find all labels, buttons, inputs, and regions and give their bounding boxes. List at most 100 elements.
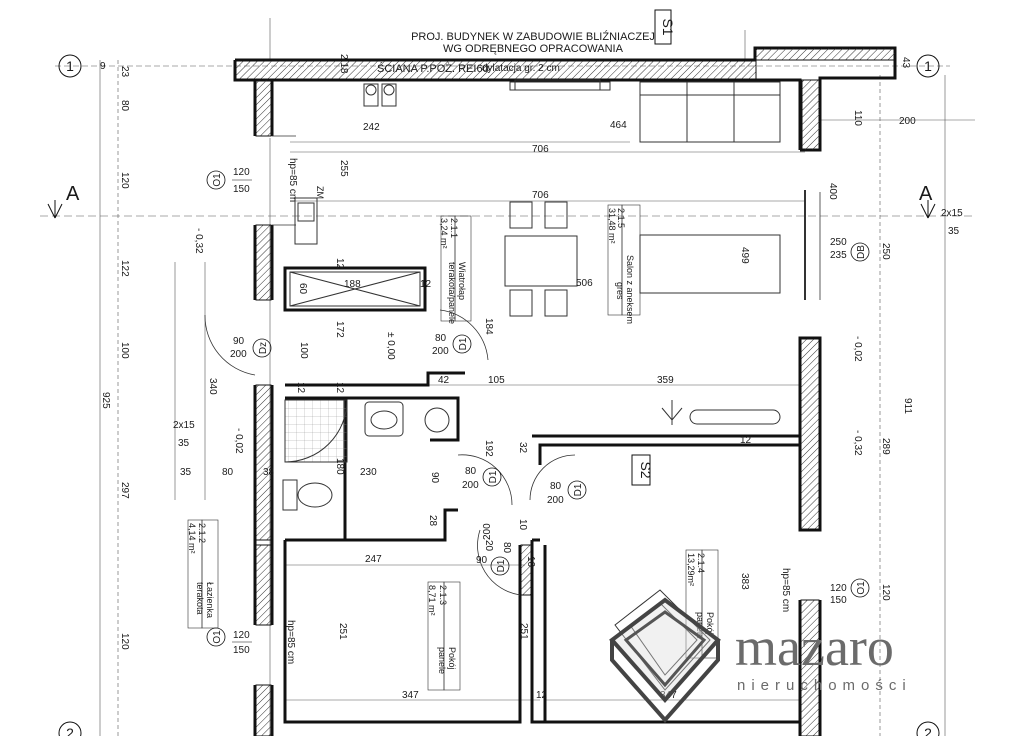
dim: 706 [532,144,549,155]
door-dz-h: 200 [230,349,247,360]
dimension-labels: 9 23 80 120 122 100 925 297 120 2.18 255… [100,54,916,701]
room-area: 31,48 m² [607,208,617,244]
dim: 464 [610,120,627,131]
room-name: Łazienka [205,582,215,618]
door-d1-w: 80 [550,481,562,492]
room-name: Salon z aneksem [625,255,635,324]
door-db-w: 250 [830,237,847,248]
door-db-code: DB [856,245,867,259]
room-area: 13,29m² [686,553,696,586]
header-line-1: PROJ. BUDYNEK W ZABUDOWIE BLIŹNIACZEJ [411,30,655,43]
door-d1-code: D1 [458,337,469,350]
dim: 706 [532,190,549,201]
door-d1-h: 200 [432,346,449,357]
window-o1-h: 150 [233,645,250,656]
dim: 359 [657,375,674,386]
dim: 12 [420,279,432,290]
dim: 297 [119,482,130,499]
room-tag-2-1-1: 2.1.1 3,24 m² Wiatrołap terakota/panele [439,215,472,324]
axis-2-right: 2 [924,725,932,736]
level-label: - 0,32 [193,228,204,254]
door-swings [204,135,821,596]
room-name: Pokój [447,647,457,670]
room-area: 8,71 m² [427,585,437,616]
room-tag-2-1-3: 2.1.3 8,71 m² Pokój panele [427,581,461,691]
dim: 90 [429,472,440,484]
dim: 383 [739,573,750,590]
room-id: 2.1.4 [696,553,706,573]
dining-table [504,235,578,287]
door-d1-code: D1 [496,559,507,572]
dim: 60 [297,283,308,295]
dim: 925 [100,392,111,409]
room-area: 4,14 m² [187,523,197,554]
room-id: 2.1.3 [438,585,448,605]
dim: 289 [880,438,891,455]
header-line-2: WG ODRĘBNEGO OPRACOWANIA [443,43,624,55]
washing-machine [424,407,450,433]
room-name: Pokój [705,612,715,635]
wardrobe-hatch [289,271,421,307]
dim: 100 [119,342,130,359]
dim: 250 [880,243,891,260]
axis-1-left: 1 [66,58,74,74]
watermark: mazaro nieruchomości [609,597,906,724]
window-o1-code: O1 [212,630,223,644]
plant [661,400,683,425]
dim: 28 [427,515,438,527]
radiator-top [514,79,601,91]
dim: 20 [483,540,494,552]
dim: 347 [402,690,419,701]
level-label: - 0,32 [852,430,863,456]
dim: 10 [517,519,528,531]
door-d1-w: 80 [435,333,447,344]
shelf [689,409,781,425]
expansion-note: dylatacja gr. 2 cm [482,63,560,74]
dim: 120 [880,584,891,601]
step-label: 2x15 [941,208,963,219]
dim: 12 [740,435,752,446]
dim: 10 [525,556,536,568]
furniture [282,79,781,691]
room-floor: terakota/panele [447,262,457,324]
sink [294,197,318,245]
window-o1-w: 120 [830,583,847,594]
dim: 2.18 [338,54,349,74]
door-dz-code: Dz [258,342,269,354]
desk [614,589,711,691]
door-db-h: 235 [830,250,847,261]
dim: 247 [365,554,382,565]
boiler-2 [381,83,397,107]
room-floor: gres [615,282,625,300]
door-d1-w: 80 [465,466,477,477]
dim: 80 [501,542,512,554]
dim: 9 [100,61,106,72]
axis-2-left: 2 [66,725,74,736]
dim: 120 [119,172,130,189]
dim: 80 [222,467,234,478]
sofa [639,81,781,143]
room-id: 2.1.2 [197,523,207,543]
boiler-1 [363,83,379,107]
dim: 32 [517,442,528,454]
step-height: 35 [948,226,960,237]
dim: 105 [488,375,505,386]
dim: 12 [334,258,345,270]
door-d1-h: 200 [547,495,564,506]
watermark-logo-icon [609,597,721,724]
dim: 251 [337,623,348,640]
section-a-right: A [919,183,933,205]
washbasin [364,401,404,437]
door-d1-h: 200 [482,523,493,540]
level-zero: ± 0,00 [385,332,396,360]
dim: 499 [739,247,750,264]
wall-note: ŚCIANA P.POŻ. REI60 [377,62,489,75]
dim: 340 [207,378,218,395]
window-o1-w: 120 [233,630,250,641]
dim: 200 [899,116,916,127]
door-d1-code: D1 [488,470,499,483]
window-o1-h: 150 [830,595,847,606]
dim: 180 [334,458,345,475]
window-o1-code: O1 [856,581,867,595]
